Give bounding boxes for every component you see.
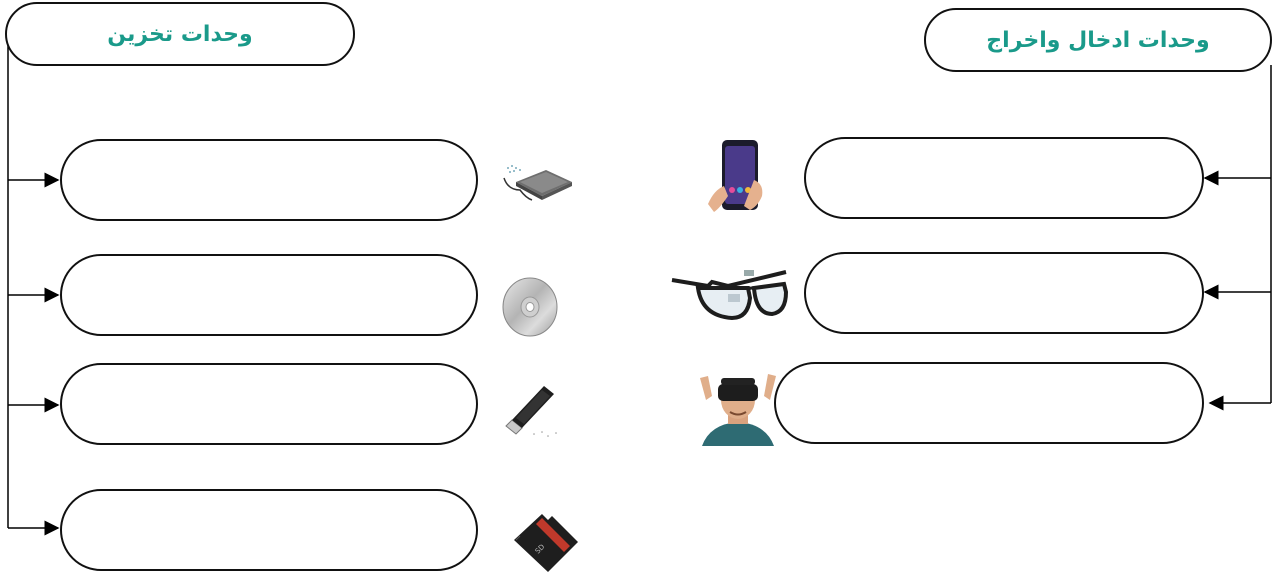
storage-units-title: وحدات تخزين	[107, 22, 252, 47]
io-answer-box-3[interactable]	[774, 362, 1204, 444]
cd-disc-icon	[500, 276, 560, 338]
storage-units-header: وحدات تخزين	[5, 2, 355, 66]
smartphone-in-hand-icon	[704, 140, 764, 214]
storage-answer-box-2[interactable]	[60, 254, 478, 336]
io-units-header: وحدات ادخال واخراج	[924, 8, 1272, 72]
smart-glasses-icon	[668, 266, 788, 326]
io-answer-box-1[interactable]	[804, 137, 1204, 219]
vr-headset-person-icon	[696, 370, 780, 446]
storage-answer-box-1[interactable]	[60, 139, 478, 221]
storage-answer-box-3[interactable]	[60, 363, 478, 445]
io-units-title: وحدات ادخال واخراج	[986, 28, 1209, 53]
external-hard-drive-icon	[502, 160, 574, 204]
io-answer-box-2[interactable]	[804, 252, 1204, 334]
usb-flash-drive-icon	[502, 382, 564, 440]
storage-answer-box-4[interactable]	[60, 489, 478, 571]
sd-card-icon: SD	[508, 510, 584, 574]
